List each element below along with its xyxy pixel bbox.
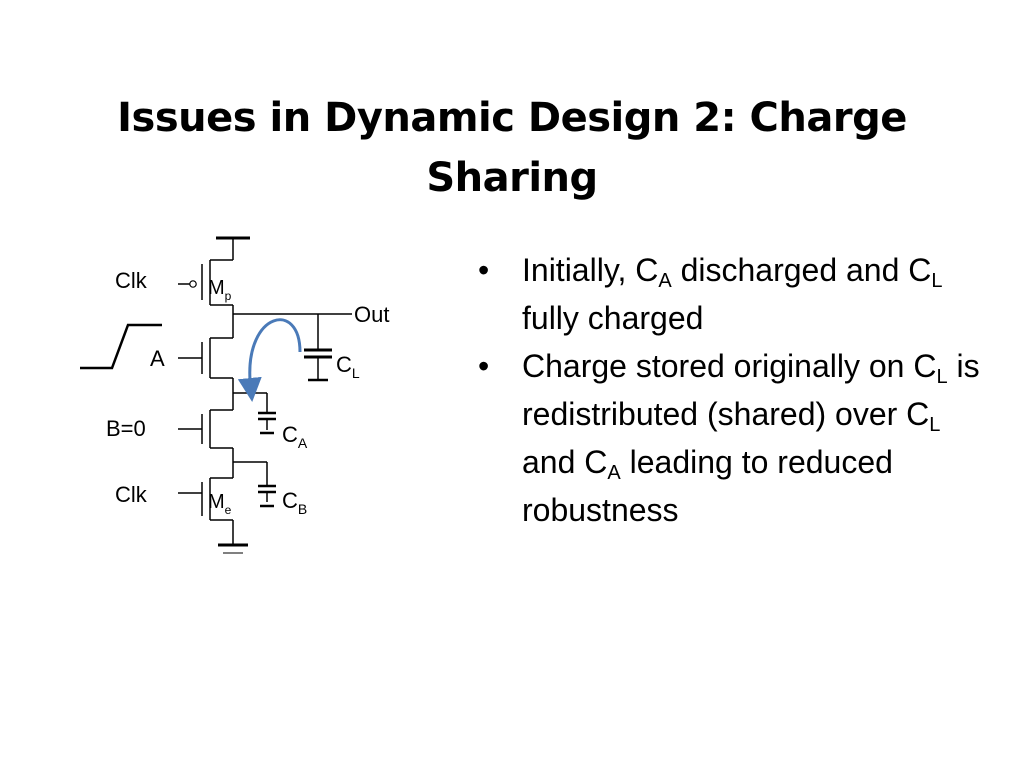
bullet-text: discharged and C bbox=[671, 252, 932, 288]
clk-top-label: Clk bbox=[115, 268, 148, 293]
a-label: A bbox=[150, 346, 165, 371]
slide-title: Issues in Dynamic Design 2: Charge Shari… bbox=[60, 88, 964, 208]
me-label: Me bbox=[208, 491, 232, 517]
title-line-1: Issues in Dynamic Design 2: Charge bbox=[117, 95, 907, 141]
title-line-2: Sharing bbox=[426, 155, 598, 201]
out-label: Out bbox=[354, 302, 389, 327]
bullet-subscript: L bbox=[929, 414, 941, 436]
bullet-text: and C bbox=[522, 444, 608, 480]
bullet-text: is redistributed (shared) over C bbox=[522, 348, 980, 432]
bullet-subscript: L bbox=[936, 366, 948, 388]
bullet-subscript: A bbox=[658, 270, 672, 292]
mp-bubble bbox=[189, 280, 197, 288]
bullet-text: fully charged bbox=[522, 300, 704, 336]
b-label: B=0 bbox=[106, 416, 146, 441]
mp-label: Mp bbox=[208, 277, 232, 303]
charge-sharing-circuit: Clk Mp Out CL A CA bbox=[80, 236, 389, 554]
bullet-text: Initially, C bbox=[522, 252, 659, 288]
ca-label: CA bbox=[282, 422, 308, 451]
bullet-subscript: L bbox=[931, 270, 943, 292]
bullet-marker: • bbox=[478, 252, 490, 288]
bullet-item: • Initially, CA discharged and CL fully c… bbox=[470, 246, 990, 342]
cl-label: CL bbox=[336, 352, 360, 381]
bullet-list: •Initially, CA discharged and CL fully c… bbox=[470, 246, 990, 534]
bullet-item: •Charge stored originally on CL is redis… bbox=[470, 342, 990, 534]
bullet-text: Charge stored originally on C bbox=[522, 348, 937, 384]
a-rising-waveform bbox=[80, 323, 162, 370]
clk-bottom-label: Clk bbox=[115, 482, 148, 507]
cb-label: CB bbox=[282, 488, 307, 517]
charge-sharing-arrow bbox=[237, 318, 302, 402]
bullet-text: leading to reduced robustness bbox=[522, 444, 893, 528]
bullet-marker: • bbox=[478, 348, 490, 384]
bullet-subscript: A bbox=[607, 462, 621, 484]
